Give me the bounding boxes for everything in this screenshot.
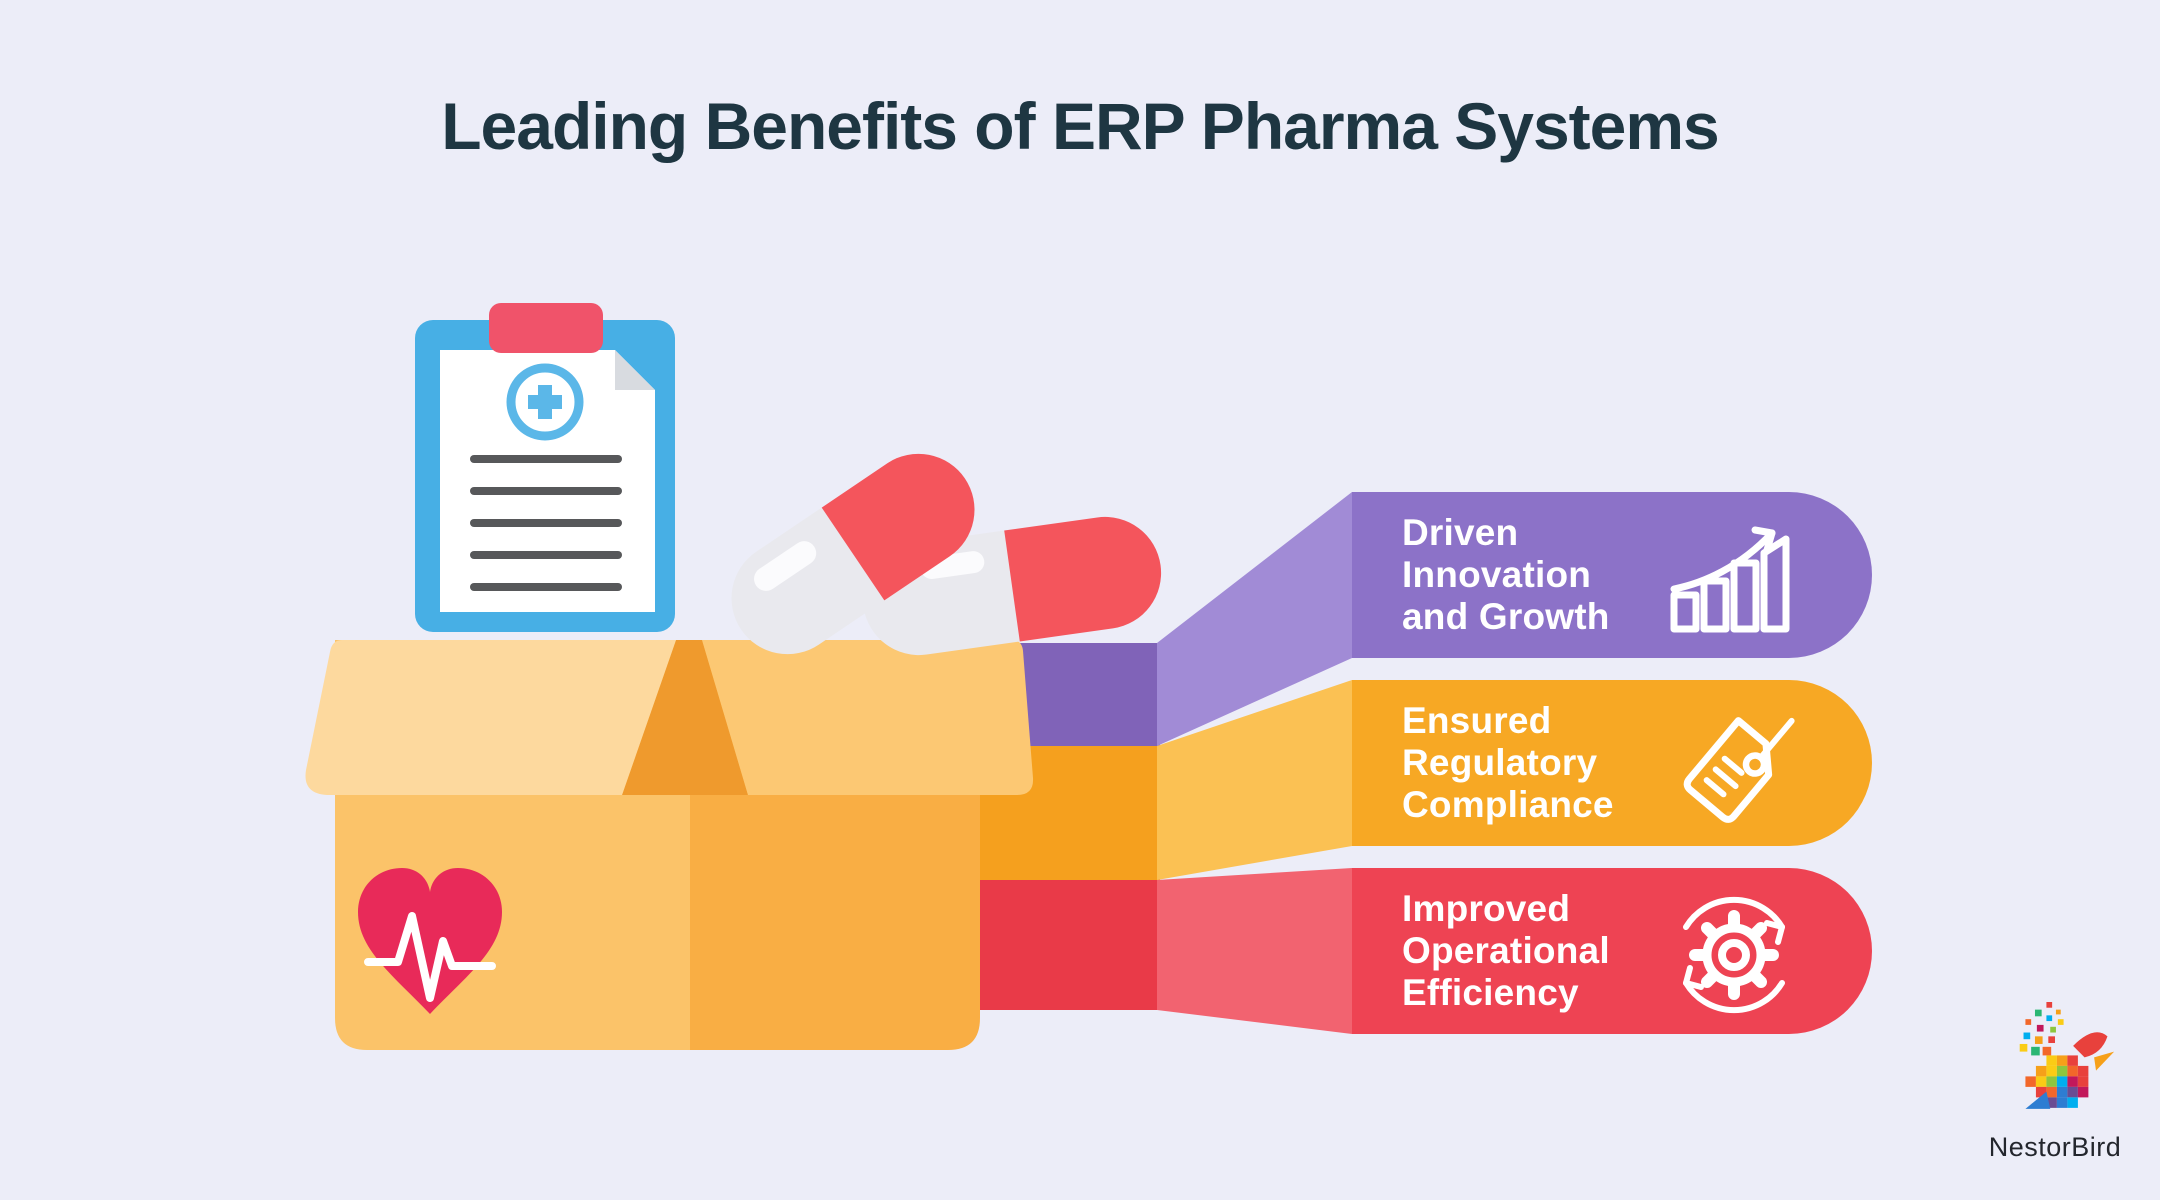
banner-line: Ensured [1402,700,1552,742]
cycle-arrows [1683,896,1785,1014]
nestorbird-logo-text: NestorBird [1988,1132,2122,1162]
banner-line: Improved [1402,888,1571,930]
banner-line: and Growth [1402,595,1610,637]
pixel-trail [2019,1002,2064,1056]
nestorbird-bird-icon [2019,1002,2115,1109]
box-interior [622,640,748,795]
open-box [305,640,1034,1050]
gear [1689,910,1779,1000]
gear-cycle-icon [1664,868,1804,1034]
box-flap-left [305,640,676,795]
banner-line: Innovation [1402,554,1592,596]
nestorbird-logo: NestorBird [1935,1002,2160,1163]
clipboard-medical [415,303,675,632]
bird-body-mosaic [2025,1055,2089,1108]
box-flap-right [702,640,1034,795]
document-lines [470,455,622,591]
bird-wing [2073,1032,2108,1058]
growth-chart-icon [1664,492,1804,658]
clipboard-clip [489,303,603,353]
paper-fold-corner [615,350,655,390]
price-tag-icon [1664,680,1804,846]
bird-beak [2094,1051,2115,1071]
heart-pulse-icon [358,868,502,1014]
banner-line: Driven [1402,512,1519,554]
banner-operational-efficiency-label: Improved Operational Efficiency [1402,868,1672,1034]
banner-line: Compliance [1402,783,1614,825]
banner-line: Regulatory [1402,742,1598,784]
banner-line: Efficiency [1402,971,1579,1013]
bird-tail [2025,1091,2051,1109]
banner-driven-innovation-label: Driven Innovation and Growth [1402,492,1672,658]
banner-line: Operational [1402,930,1610,972]
page-title: Leading Benefits of ERP Pharma Systems [441,89,1720,163]
pill-front [731,453,975,655]
banner-regulatory-compliance-label: Ensured Regulatory Compliance [1402,680,1672,846]
medical-cross-icon [506,363,584,441]
